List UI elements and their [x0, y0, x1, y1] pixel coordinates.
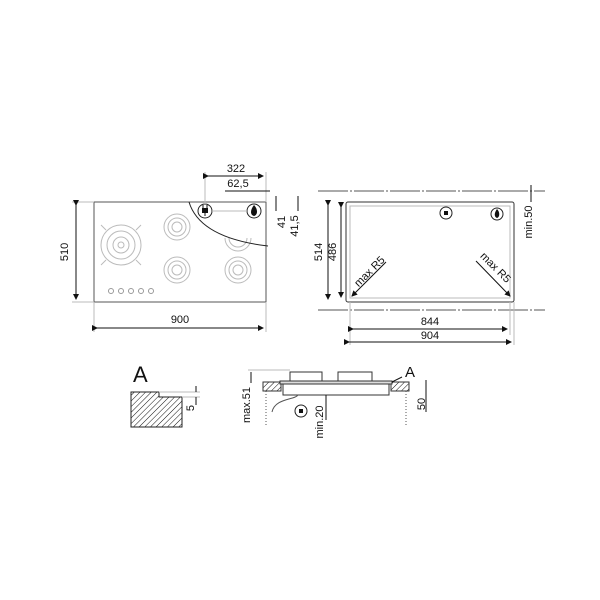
dim-62-5: 62,5 [227, 178, 248, 190]
cutout-view: max R5 max R5 514 486 min.50 844 904 [313, 185, 545, 345]
dim-50: 50 [416, 398, 428, 410]
dim-844: 844 [421, 316, 439, 328]
dim-41: 41 [276, 216, 288, 228]
dim-486: 486 [327, 243, 339, 261]
section-view: max.51 min.20 A 50 [241, 364, 428, 439]
dim-510: 510 [59, 243, 71, 261]
dim-41-5: 41,5 [289, 215, 301, 236]
gas-flame-icon [246, 203, 262, 219]
dim-322: 322 [227, 163, 245, 175]
wok-burner [100, 224, 142, 266]
plug-icon [197, 203, 213, 219]
detail-label: A [133, 362, 148, 387]
detail-a: A 5 [130, 362, 200, 428]
detail-ref: A [405, 364, 415, 381]
dim-904: 904 [421, 330, 439, 342]
dim-max-51: max.51 [241, 387, 253, 423]
dim-min-50: min.50 [523, 205, 535, 238]
radius-left: max R5 [352, 254, 387, 289]
burner [163, 213, 191, 241]
plug-icon [439, 206, 453, 220]
burner [163, 256, 191, 284]
plug-icon [294, 404, 308, 418]
burner [224, 256, 252, 284]
hob-top-view: 510 900 322 62,5 41 41,5 [59, 163, 301, 332]
dim-514: 514 [313, 243, 325, 261]
dim-5: 5 [185, 405, 197, 411]
gas-flame-icon [490, 207, 504, 221]
dim-900: 900 [171, 314, 189, 326]
dim-min-20: min.20 [314, 405, 326, 438]
control-knobs [108, 288, 154, 294]
